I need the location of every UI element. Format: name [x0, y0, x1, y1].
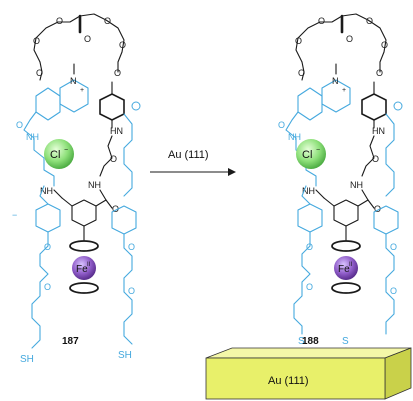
chloride-charge: −: [64, 147, 68, 154]
isophthalamide-core-right: O NH: [302, 186, 381, 241]
oxygen-atom: O: [366, 16, 373, 26]
oxygen-atom: O: [114, 68, 121, 78]
nitrogen-atom: N: [70, 76, 77, 86]
reaction-arrow: Au (111): [150, 149, 236, 176]
gold-surface: Au (111): [205, 347, 412, 400]
oxygen-atom: O: [44, 242, 51, 252]
blue-amide-arm-right: NH O: [278, 111, 317, 187]
oxygen-atom: O: [278, 120, 285, 130]
thiol-label: SH: [118, 350, 132, 361]
blue-amide-arm-left: NH O: [16, 111, 55, 187]
anion-ring-marker: −: [12, 210, 17, 220]
oxygen-atom: O: [318, 16, 325, 26]
chloride-label: Cl: [302, 149, 312, 161]
oxygen-atom: O: [110, 154, 117, 164]
oxygen-atom: O: [306, 242, 313, 252]
oxygen-atom: O: [298, 68, 305, 78]
anion-ring-marker: [131, 101, 141, 111]
sulfur-label: S: [298, 336, 305, 347]
anion-ring-marker: [393, 101, 403, 111]
aryl-ring-left: [99, 81, 125, 129]
oxygen-atom: O: [128, 242, 135, 252]
surface-label: Au (111): [268, 375, 309, 387]
amide-nh: NH: [26, 132, 39, 142]
oxygen-atom: O: [346, 34, 353, 44]
oxygen-atom: O: [390, 242, 397, 252]
black-linker-right: HN O NH: [350, 126, 385, 190]
blue-stalk-right-outer: O O S: [293, 185, 323, 357]
amide-nh: NH: [288, 132, 301, 142]
oxygen-atom: O: [119, 40, 126, 50]
crown-ether-left: O O O O O O O: [33, 13, 126, 81]
oxygen-atom: O: [295, 36, 302, 46]
oxygen-atom: O: [104, 16, 111, 26]
sulfur-label: S: [342, 336, 349, 347]
amide-nh: NH: [88, 180, 101, 190]
compound-188: O O O O O O O N + NH O HN O: [278, 13, 403, 357]
cation-charge: +: [342, 87, 346, 94]
compound-number-187: 187: [62, 336, 79, 347]
oxygen-atom: O: [306, 282, 313, 292]
oxygen-atom: O: [374, 204, 381, 214]
amine-nh: NH: [302, 186, 315, 196]
oxygen-atom: O: [16, 120, 23, 130]
aryl-ring-right: [361, 81, 387, 129]
iron-label: Fe: [76, 264, 88, 275]
oxygen-atom: O: [56, 16, 63, 26]
chloride-anion-right: Cl −: [296, 139, 326, 169]
thiol-label: SH: [20, 354, 34, 365]
oxygen-atom: O: [128, 286, 135, 296]
pyridinium-ring-right: N +: [297, 63, 351, 121]
chloride-charge: −: [316, 147, 320, 154]
ferrocene-right: Fe II: [331, 240, 361, 294]
oxygen-atom: O: [112, 204, 119, 214]
nitrogen-atom: N: [332, 76, 339, 86]
oxygen-atom: O: [376, 68, 383, 78]
blue-stalk-left-outer: − O O: [12, 185, 61, 349]
blue-stalk-right-inner: O O S: [342, 113, 399, 357]
black-linker-left: HN O NH: [88, 126, 123, 190]
iron-oxidation: II: [349, 262, 353, 268]
oxygen-atom: O: [381, 40, 388, 50]
arrow-label: Au (111): [168, 149, 209, 161]
amine-nh: NH: [40, 186, 53, 196]
oxygen-atom: O: [36, 68, 43, 78]
crown-ether-right: O O O O O O O: [295, 13, 388, 81]
iron-oxidation: II: [87, 262, 91, 268]
chloride-label: Cl: [50, 149, 60, 161]
blue-stalk-left-inner: O O: [111, 113, 137, 345]
compound-187: O O O O O O O N + NH O: [12, 13, 141, 365]
amine-hn: HN: [372, 126, 385, 136]
amine-hn: HN: [110, 126, 123, 136]
oxygen-atom: O: [372, 154, 379, 164]
oxygen-atom: O: [33, 36, 40, 46]
pyridinium-ring-left: N +: [35, 63, 89, 121]
chloride-anion-left: Cl −: [44, 139, 74, 169]
isophthalamide-core-left: O NH: [40, 186, 119, 241]
oxygen-atom: O: [44, 282, 51, 292]
ferrocene-left: Fe II: [69, 240, 99, 294]
amide-nh: NH: [350, 180, 363, 190]
cation-charge: +: [80, 87, 84, 94]
oxygen-atom: O: [84, 34, 91, 44]
compound-number-188: 188: [302, 336, 319, 347]
oxygen-atom: O: [390, 286, 397, 296]
iron-label: Fe: [338, 264, 350, 275]
